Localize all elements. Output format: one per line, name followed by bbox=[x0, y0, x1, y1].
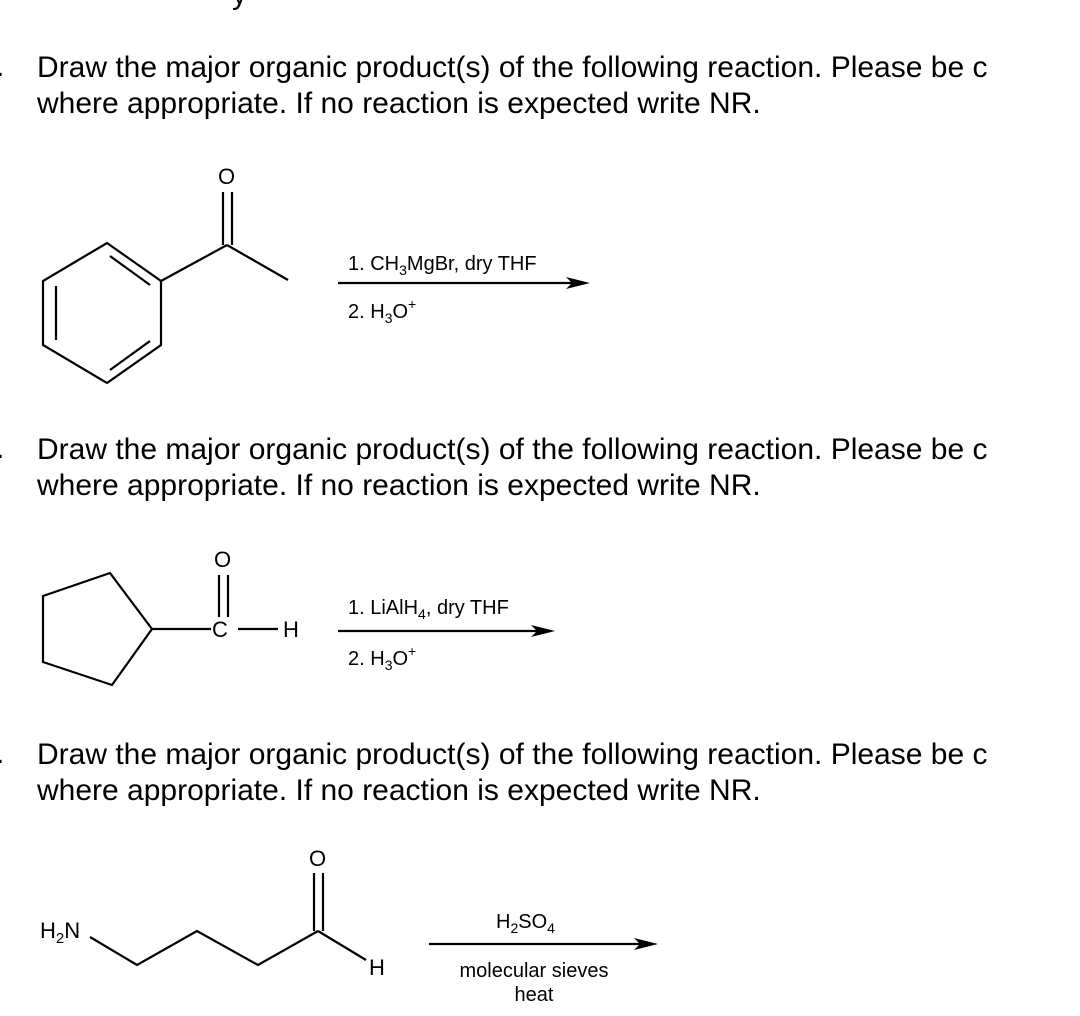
ring-inner-bond bbox=[109, 255, 151, 286]
ring-inner-bond bbox=[109, 340, 151, 371]
cyclopentane-ring bbox=[41, 571, 154, 687]
hydrogen-label: H bbox=[369, 955, 385, 980]
aldehyde-h-bond bbox=[317, 930, 367, 961]
reagent-below-1: molecular sieves bbox=[460, 960, 609, 982]
reaction-arrow-2 bbox=[338, 625, 555, 637]
amine-label: H2N bbox=[40, 918, 80, 947]
carbon-chain bbox=[89, 929, 319, 967]
question-line-2: where appropriate. If no reaction is exp… bbox=[37, 469, 761, 502]
top-text-fragment: y bbox=[232, 0, 247, 12]
oxygen-label: O bbox=[214, 547, 231, 572]
question-line-2: where appropriate. If no reaction is exp… bbox=[37, 774, 761, 807]
ring-to-carbonyl-bond bbox=[160, 244, 228, 282]
oxygen-label: O bbox=[309, 846, 326, 871]
aminobutanal-structure: H2N O H bbox=[40, 846, 385, 980]
question-line-1: Draw the major organic product(s) of the… bbox=[37, 51, 988, 84]
question-number: . bbox=[0, 432, 4, 466]
oxygen-label: O bbox=[218, 164, 235, 189]
question-line-1: Draw the major organic product(s) of the… bbox=[37, 738, 988, 771]
reagent-step-1: 1. LiAlH4, dry THF bbox=[348, 597, 509, 622]
reaction-arrow-3 bbox=[429, 938, 658, 950]
question-number: . bbox=[0, 50, 4, 84]
reagent-step-1: 1. CH3MgBr, dry THF bbox=[348, 253, 537, 278]
carbon-label: C bbox=[212, 617, 228, 642]
reagent-step-2: 2. H3O+ bbox=[348, 643, 416, 673]
question-line-2: where appropriate. If no reaction is exp… bbox=[37, 87, 761, 120]
reaction-arrow-1 bbox=[338, 277, 590, 289]
hydrogen-label: H bbox=[283, 617, 299, 642]
question-number: . bbox=[0, 737, 4, 771]
cyclopentanecarbaldehyde-structure: O C H bbox=[41, 547, 299, 687]
methyl-bond bbox=[226, 244, 289, 281]
reagent-step-2: 2. H3O+ bbox=[348, 296, 416, 326]
reagent-above: H2SO4 bbox=[496, 911, 555, 936]
acetophenone-structure: O bbox=[41, 164, 289, 385]
question-line-1: Draw the major organic product(s) of the… bbox=[37, 433, 988, 466]
reagent-below-2: heat bbox=[515, 984, 554, 1006]
benzene-ring bbox=[41, 241, 163, 385]
